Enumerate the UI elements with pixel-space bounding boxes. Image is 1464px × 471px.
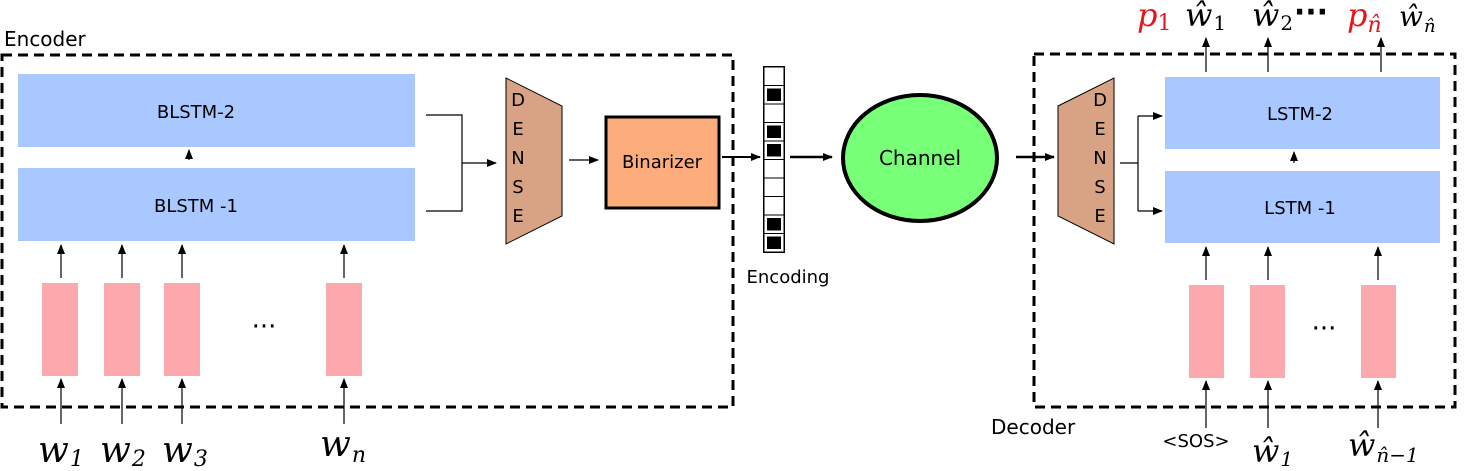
decoder-output-w1: ŵ1 bbox=[1185, 0, 1226, 35]
encoder-input-label-2: w2 bbox=[100, 430, 146, 471]
blstm1-block bbox=[18, 168, 415, 241]
binarizer-label: Binarizer bbox=[622, 152, 703, 173]
decoder-dense-letter-1: D bbox=[1093, 90, 1107, 111]
encoder-dense-letter-5: E bbox=[512, 206, 523, 227]
decoder-input-block-1 bbox=[1189, 285, 1224, 378]
encoding-bit-cell bbox=[763, 196, 785, 216]
decoder-input-block-2 bbox=[1250, 285, 1285, 378]
encoding-bit-on bbox=[767, 144, 781, 157]
decoder-dense-layer bbox=[1057, 77, 1115, 245]
decoder-dense-letter-5: E bbox=[1094, 206, 1105, 227]
decoder-output-wn: ŵn̂ bbox=[1399, 0, 1436, 37]
decoder-ellipsis: ··· bbox=[1312, 314, 1337, 344]
encoder-dense-letter-2: E bbox=[512, 119, 523, 140]
binarizer-block bbox=[604, 115, 721, 210]
encoder-input-label-3: w3 bbox=[162, 430, 208, 471]
encoding-bit-on bbox=[767, 125, 781, 138]
channel-label: Channel bbox=[879, 146, 961, 170]
encoder-input-block-n bbox=[326, 283, 362, 376]
encoder-dense-letter-4: S bbox=[512, 177, 523, 198]
decoder-sos-label: <SOS> bbox=[1162, 431, 1229, 452]
blstm1-label: BLSTM -1 bbox=[154, 196, 238, 217]
encoder-title: Encoder bbox=[4, 27, 87, 51]
blstm-merge-bracket bbox=[426, 114, 463, 212]
encoding-bit-column bbox=[763, 66, 785, 253]
encoder-input-block-3 bbox=[164, 283, 200, 376]
encoding-bit-on bbox=[767, 236, 781, 249]
decoder-input-label-n: ŵn̂−1 bbox=[1348, 426, 1419, 467]
blstm2-block bbox=[18, 74, 415, 147]
decoder-output-p1: p1 bbox=[1137, 0, 1171, 36]
encoding-bit-cell bbox=[763, 103, 785, 123]
encoding-bit-cell bbox=[763, 159, 785, 179]
blstm2-label: BLSTM-2 bbox=[157, 102, 235, 123]
encoding-bit-on bbox=[767, 88, 781, 101]
decoder-box bbox=[1032, 52, 1457, 409]
decoder-dense-letter-3: N bbox=[1093, 148, 1106, 169]
encoder-input-label-1: w1 bbox=[38, 430, 84, 471]
encoding-bit-cell bbox=[763, 66, 785, 86]
encoding-label: Encoding bbox=[747, 267, 830, 288]
lstm1-label: LSTM -1 bbox=[1264, 198, 1336, 219]
encoder-input-block-1 bbox=[42, 283, 78, 376]
encoder-box bbox=[0, 53, 735, 409]
decoder-output-pn: pn̂ bbox=[1347, 0, 1382, 38]
encoding-bit-on bbox=[767, 218, 781, 231]
channel-node bbox=[841, 93, 999, 223]
encoder-input-block-2 bbox=[104, 283, 140, 376]
decoder-input-block-n bbox=[1361, 285, 1396, 378]
decoder-dense-letter-4: S bbox=[1094, 177, 1105, 198]
decoder-dense-letter-2: E bbox=[1094, 119, 1105, 140]
encoding-bit-cell bbox=[763, 177, 785, 197]
decoder-output-dots: ··· bbox=[1294, 0, 1328, 30]
lstm2-label: LSTM-2 bbox=[1267, 104, 1333, 125]
decoder-output-w2: ŵ2 bbox=[1252, 0, 1293, 35]
decoder-input-label-1: ŵ1 bbox=[1252, 432, 1293, 471]
lstm2-block bbox=[1165, 77, 1440, 149]
encoder-dense-layer bbox=[505, 77, 563, 245]
encoder-dense-letter-3: N bbox=[511, 148, 524, 169]
decoder-title: Decoder bbox=[991, 415, 1076, 439]
lstm1-block bbox=[1165, 171, 1440, 243]
encoder-input-label-n: wn bbox=[320, 424, 366, 468]
encoder-dense-letter-1: D bbox=[511, 90, 525, 111]
encoder-ellipsis: ··· bbox=[252, 312, 277, 342]
